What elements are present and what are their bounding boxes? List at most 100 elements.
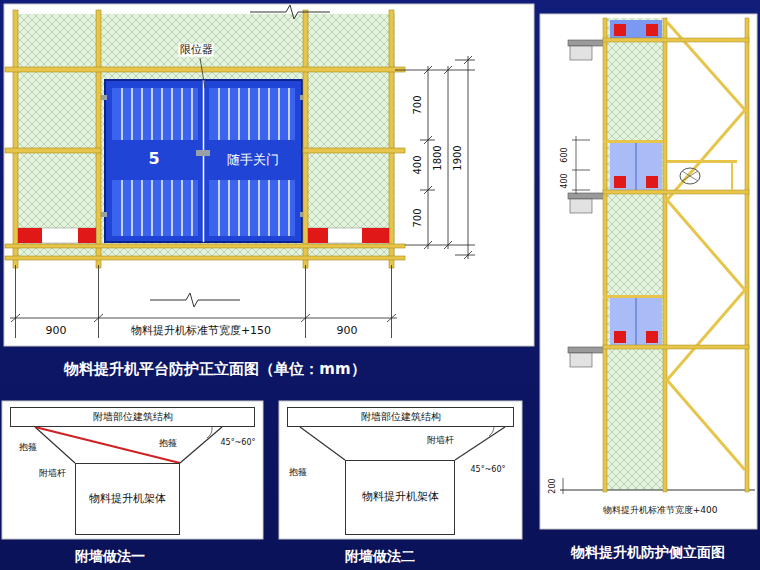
truss bbox=[603, 38, 749, 42]
dimension-line bbox=[98, 265, 99, 338]
dimension-text: 700 bbox=[412, 207, 424, 228]
platform-guard bbox=[636, 143, 637, 190]
dimension-line bbox=[448, 66, 449, 249]
dimension-text: 700 bbox=[412, 94, 424, 115]
structure-band-text: 附墙部位建筑结构 bbox=[361, 411, 441, 423]
scaffold-pole bbox=[96, 10, 101, 268]
dimension-text: 400 bbox=[560, 172, 569, 189]
front-panel bbox=[4, 4, 534, 346]
detail-panel bbox=[279, 401, 522, 539]
toe-board bbox=[18, 228, 389, 243]
scaffold-pole bbox=[303, 148, 405, 153]
dimension-text: 物料提升机标准节宽度+150 bbox=[130, 325, 272, 338]
scaffold-pole bbox=[5, 244, 405, 248]
platform-guard bbox=[610, 298, 662, 345]
figure-caption: 物料提升机平台防护正立面图（单位：mm） bbox=[63, 361, 366, 378]
truss bbox=[667, 22, 745, 470]
gate-text: 5 bbox=[148, 149, 159, 168]
gate-fill bbox=[112, 88, 198, 140]
truss bbox=[603, 295, 663, 298]
side-panel bbox=[540, 14, 757, 529]
side-panel bbox=[540, 14, 757, 529]
toe-board bbox=[308, 228, 328, 243]
dimension-text: 400 bbox=[412, 154, 424, 175]
truss bbox=[603, 345, 749, 349]
front-panel bbox=[15, 14, 395, 260]
dimension-line bbox=[563, 136, 590, 494]
dimension-line bbox=[572, 170, 590, 171]
part-label: 抱箍 bbox=[158, 438, 178, 448]
platform-guard bbox=[614, 331, 626, 343]
dimension-line bbox=[572, 140, 590, 141]
brace-line bbox=[455, 427, 505, 460]
truss bbox=[603, 18, 749, 492]
platform-guard bbox=[610, 143, 662, 190]
detail-panel bbox=[2, 401, 522, 539]
platform-guard bbox=[614, 176, 626, 188]
dimension-text: 物料提升机标准节宽度+400 bbox=[602, 505, 719, 515]
dimension-line bbox=[576, 136, 577, 194]
brace-line bbox=[300, 427, 345, 460]
dimension-line bbox=[15, 265, 16, 338]
platform-guard bbox=[614, 24, 626, 36]
dimension-line bbox=[455, 255, 475, 256]
truss bbox=[603, 18, 607, 492]
truss bbox=[663, 18, 667, 492]
floor-slab bbox=[570, 199, 592, 213]
toe-board bbox=[308, 228, 389, 243]
floor-slab bbox=[560, 490, 755, 491]
dimension-text: 900 bbox=[336, 325, 359, 338]
hoist-frame-box: 物料提升机架体 bbox=[345, 460, 455, 535]
gate-fill bbox=[112, 180, 198, 236]
scaffold-pole bbox=[5, 148, 101, 153]
floor-slab bbox=[568, 40, 606, 46]
dimension-line bbox=[468, 56, 469, 259]
gate-fill bbox=[209, 180, 295, 236]
figure-caption: 附墙做法二 bbox=[344, 548, 416, 564]
callout-label: 限位器 bbox=[179, 44, 214, 57]
scaffold-pole bbox=[303, 10, 308, 268]
truss bbox=[603, 190, 749, 194]
side-panel bbox=[607, 18, 663, 490]
toe-board bbox=[18, 228, 42, 243]
front-panel bbox=[4, 4, 534, 346]
dimension-line bbox=[391, 265, 392, 338]
gate-fill bbox=[122, 88, 289, 236]
gate-fill bbox=[105, 80, 302, 242]
truss bbox=[682, 171, 698, 181]
gate-fill bbox=[196, 150, 210, 156]
dimension-line bbox=[11, 314, 396, 322]
platform-guard bbox=[610, 20, 662, 38]
gate-fill bbox=[203, 80, 205, 242]
dimension-line bbox=[572, 190, 590, 191]
floor-slab bbox=[568, 193, 606, 199]
leader-line bbox=[200, 58, 205, 88]
part-label: 抱箍 bbox=[288, 467, 308, 477]
dimension-line bbox=[428, 66, 429, 249]
figure-caption: 附墙做法一 bbox=[74, 548, 146, 564]
gate-fill bbox=[99, 80, 308, 242]
scaffold-pole bbox=[5, 256, 405, 260]
platform-guard bbox=[636, 298, 637, 345]
break-mark bbox=[150, 293, 240, 307]
dimension-line bbox=[424, 56, 472, 259]
gate-text: 随手关门 bbox=[227, 151, 279, 169]
truss bbox=[603, 140, 663, 143]
leader-line bbox=[200, 58, 205, 88]
platform-guard bbox=[646, 331, 658, 343]
toe-board bbox=[18, 228, 96, 243]
platform-guard bbox=[646, 176, 658, 188]
structure-band-text: 附墙部位建筑结构 bbox=[93, 411, 173, 423]
scaffold-pole bbox=[5, 67, 405, 72]
break-mark bbox=[250, 5, 330, 19]
dimension-line bbox=[305, 265, 306, 338]
scaffold-pole bbox=[13, 10, 18, 268]
dimension-text: 900 bbox=[45, 325, 68, 338]
dimension-line bbox=[563, 478, 564, 494]
gate: 5 随手关门 bbox=[105, 80, 302, 242]
dimension-text: 200 bbox=[548, 477, 557, 494]
angle-label: 45°~60° bbox=[469, 465, 506, 474]
truss bbox=[731, 160, 733, 190]
toe-board bbox=[362, 228, 389, 243]
